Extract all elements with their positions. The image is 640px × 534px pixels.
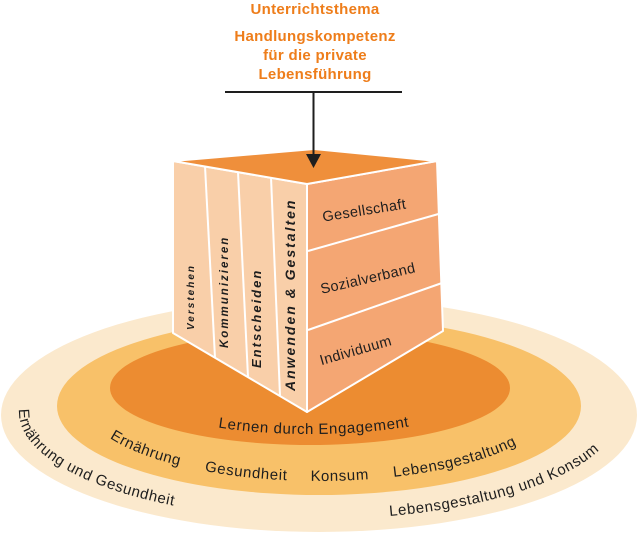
- slab-divider-1: [204, 165, 216, 359]
- subtitle-line-3: Lebensführung: [258, 66, 371, 83]
- topic-title: Unterrichtsthema: [251, 1, 380, 18]
- subtitle-line-2: für die private: [263, 47, 367, 64]
- arrow-head-icon: [306, 154, 321, 168]
- cube-top-face: [172, 148, 438, 185]
- slab-label-verstehen: Verstehen: [186, 264, 197, 330]
- pointer-arrow: [225, 91, 402, 168]
- slab-divider-3: [270, 176, 281, 397]
- slab-label-anwenden-gestalten: Anwenden & Gestalten: [282, 199, 298, 392]
- competence-cube: Verstehen Kommunizieren Entscheiden Anwe…: [172, 148, 444, 413]
- layer-divider-1: [307, 212, 443, 252]
- header: Unterrichtsthema Handlungskompetenz für …: [234, 1, 395, 83]
- layer-divider-2: [307, 282, 443, 331]
- slab-divider-2: [237, 171, 249, 378]
- slab-label-entscheiden: Entscheiden: [249, 269, 264, 368]
- slab-label-kommunizieren: Kommunizieren: [219, 236, 231, 348]
- subtitle-line-1: Handlungskompetenz: [234, 28, 395, 45]
- middle-ring-label-konsum: Konsum: [311, 466, 370, 485]
